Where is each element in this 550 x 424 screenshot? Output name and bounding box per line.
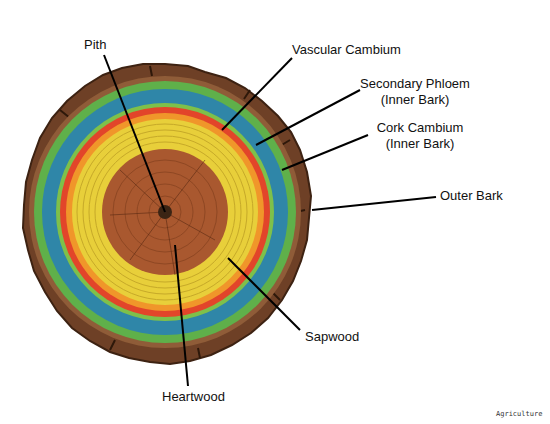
part-label: Heartwood bbox=[162, 389, 225, 405]
part-label: Outer Bark bbox=[440, 188, 503, 204]
part-label: Sapwood bbox=[305, 329, 359, 345]
radial-cracks bbox=[110, 160, 215, 275]
part-label: Secondary Phloem (Inner Bark) bbox=[356, 76, 474, 108]
part-label: Vascular Cambium bbox=[292, 42, 401, 58]
part-label: Cork Cambium (Inner Bark) bbox=[370, 120, 470, 152]
outer-bark bbox=[23, 64, 311, 364]
watermark: Agriculture bbox=[496, 410, 542, 418]
part-label: Pith bbox=[84, 37, 106, 53]
